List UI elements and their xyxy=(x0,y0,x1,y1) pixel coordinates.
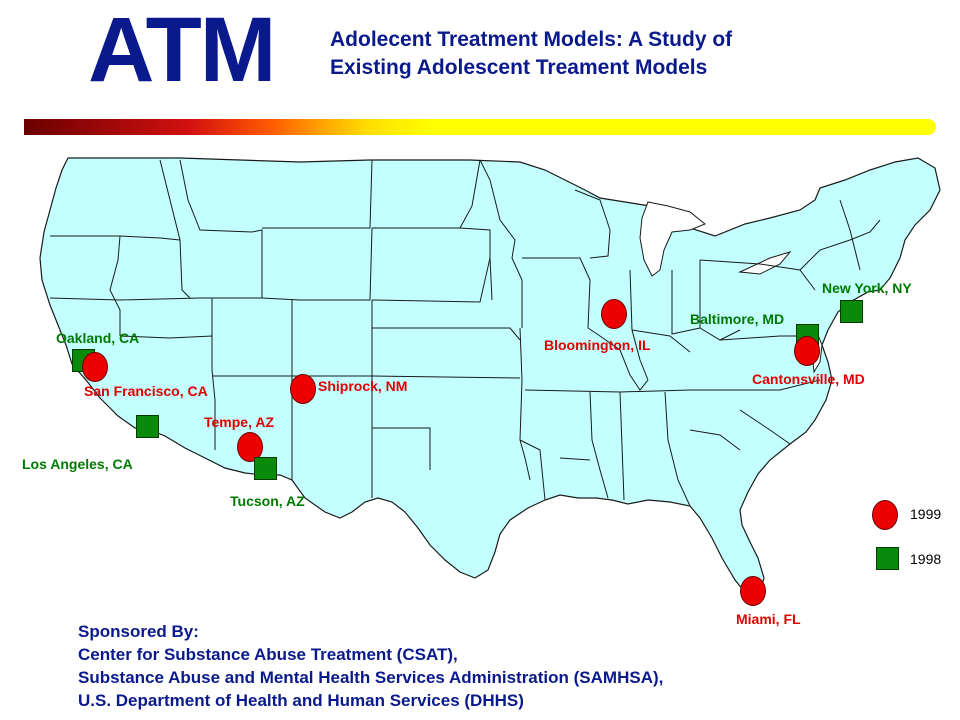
marker-1998-new-york xyxy=(840,300,863,323)
legend-marker-1999 xyxy=(872,500,898,530)
site-label-oakland: Oakland, CA xyxy=(56,330,140,346)
site-label-miami: Miami, FL xyxy=(736,611,801,627)
site-label-catonsville: Cantonsville, MD xyxy=(752,371,865,387)
us-outline xyxy=(39,157,941,597)
title-line-2: Existing Adolescent Treament Models xyxy=(330,56,708,79)
state-borders xyxy=(49,159,881,507)
lake-michigan xyxy=(639,201,706,277)
marker-1999-san-francisco xyxy=(82,352,108,382)
sponsor-line-csat: Center for Substance Abuse Treatment (CS… xyxy=(78,645,458,664)
lake-erie xyxy=(738,251,792,275)
site-label-san-francisco: San Francisco, CA xyxy=(84,383,208,399)
sponsor-line-samhsa: Substance Abuse and Mental Health Servic… xyxy=(78,668,664,687)
site-label-bloomington: Bloomington, IL xyxy=(544,337,651,353)
site-label-los-angeles: Los Angeles, CA xyxy=(22,456,133,472)
marker-1999-catonsville xyxy=(794,336,820,366)
atm-logo: ATM xyxy=(88,0,276,101)
marker-1998-tucson xyxy=(254,457,277,480)
us-map xyxy=(39,157,941,597)
site-label-shiprock: Shiprock, NM xyxy=(318,378,408,394)
marker-1999-bloomington xyxy=(601,299,627,329)
gradient-divider xyxy=(24,119,936,135)
site-label-tempe: Tempe, AZ xyxy=(204,414,275,430)
legend-marker-1998 xyxy=(876,547,899,570)
site-label-tucson: Tucson, AZ xyxy=(230,493,305,509)
marker-1999-miami xyxy=(740,576,766,606)
sponsor-heading: Sponsored By: xyxy=(78,622,199,641)
site-label-baltimore: Baltimore, MD xyxy=(690,311,785,327)
marker-1999-shiprock xyxy=(290,374,316,404)
legend-label-1998: 1998 xyxy=(910,551,942,567)
legend-label-1999: 1999 xyxy=(910,506,942,522)
marker-1998-los-angeles xyxy=(136,415,159,438)
title-line-1: Adolecent Treatment Models: A Study of xyxy=(330,28,733,51)
page-title: Adolecent Treatment Models: A Study of E… xyxy=(330,26,890,82)
sponsor-block: Sponsored By: Center for Substance Abuse… xyxy=(78,620,838,712)
site-label-new-york: New York, NY xyxy=(822,280,912,296)
sponsor-line-dhhs: U.S. Department of Health and Human Serv… xyxy=(78,691,524,710)
